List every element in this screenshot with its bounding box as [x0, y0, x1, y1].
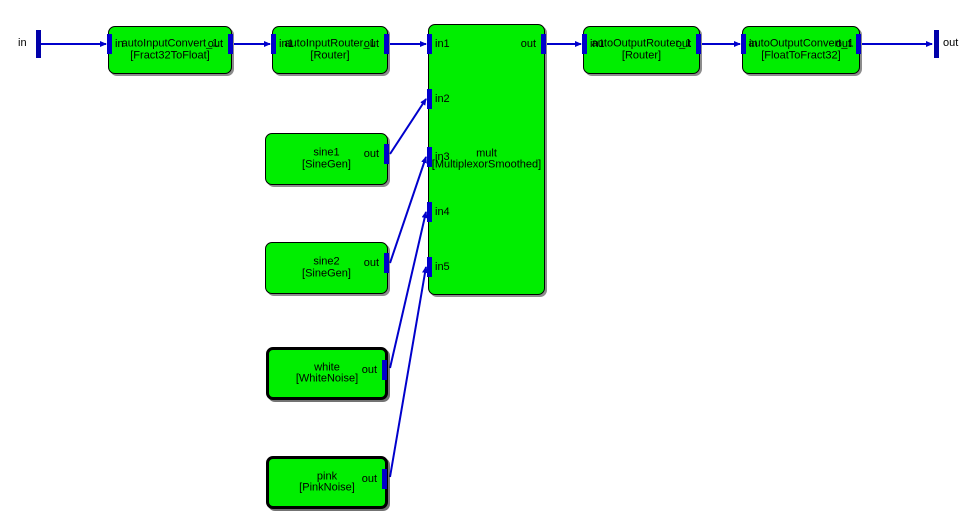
block-white[interactable]: white[WhiteNoise]out — [266, 347, 388, 400]
block-name-autoInputRouter_1: autoInputRouter_1 — [284, 37, 376, 50]
block-labels-white: white[WhiteNoise] — [269, 360, 385, 385]
block-labels-autoOutputConvert_1: autoOutputConvert_1[FloatToFract32] — [743, 38, 859, 61]
port-out-white-out[interactable] — [382, 360, 387, 380]
port-label-in-mult-in4: in4 — [435, 206, 450, 218]
wire-sine2-to-mult-in3[interactable] — [389, 156, 427, 264]
port-out-autoOutputRouter_1-out[interactable] — [696, 34, 701, 54]
port-label-in-mult-in2: in2 — [435, 93, 450, 105]
port-label-in-mult-in3: in3 — [435, 151, 450, 163]
block-type-pink: [PinkNoise] — [299, 481, 355, 494]
wire-pink-to-mult-in5[interactable] — [389, 266, 428, 478]
block-type-autoOutputConvert_1: [FloatToFract32] — [761, 49, 841, 61]
port-out-autoOutputConvert_1-out[interactable] — [856, 34, 861, 54]
port-out-pink-out[interactable] — [382, 469, 387, 489]
port-in-mult-in1[interactable] — [427, 34, 432, 54]
block-mult[interactable]: mult[MultiplexorSmoothed] in1 in2 in3 in4 in5… — [427, 24, 546, 295]
wire-white-to-mult-in4[interactable] — [389, 211, 428, 369]
port-in-mult-in2[interactable] — [427, 89, 432, 109]
block-name-mult: mult — [476, 146, 497, 159]
block-sine1[interactable]: sine1[SineGen]out — [265, 133, 389, 185]
terminal-in[interactable] — [36, 30, 41, 58]
block-type-sine1: [SineGen] — [302, 158, 351, 170]
port-label-out-sine2-out: out — [363, 257, 379, 269]
port-out-mult-out[interactable] — [541, 34, 546, 54]
port-in-autoOutputConvert_1-in[interactable] — [741, 34, 746, 54]
port-in-mult-in5[interactable] — [427, 257, 432, 277]
block-type-autoInputRouter_1: [Router] — [310, 49, 350, 61]
block-autoOutputConvert_1[interactable]: autoOutputConvert_1[FloatToFract32]in out — [741, 26, 861, 74]
block-type-sine2: [SineGen] — [302, 267, 351, 279]
wire-sine1-to-mult-in2[interactable] — [389, 98, 427, 155]
block-labels-sine1: sine1[SineGen] — [266, 147, 387, 170]
block-name-autoOutputConvert_1: autoOutputConvert_1 — [748, 37, 854, 50]
port-label-out-sine1-out: out — [363, 148, 379, 160]
block-type-mult: [MultiplexorSmoothed] — [431, 158, 542, 171]
block-name-autoInputConvert_1: autoInputConvert_1 — [121, 37, 219, 50]
terminal-label-out: out — [943, 37, 959, 49]
port-label-out-autoOutputConvert_1-out: out — [835, 38, 851, 50]
port-in-autoOutputRouter_1-in1[interactable] — [582, 34, 587, 54]
block-name-sine2: sine2 — [313, 255, 340, 268]
port-label-out-autoInputConvert_1-out: out — [207, 38, 223, 50]
port-label-in-mult-in5: in5 — [435, 261, 450, 273]
port-label-in-mult-in1: in1 — [435, 38, 450, 50]
block-labels-autoInputConvert_1: autoInputConvert_1[Fract32ToFloat] — [109, 38, 231, 61]
port-out-autoInputConvert_1-out[interactable] — [228, 34, 233, 54]
port-out-sine1-out[interactable] — [384, 144, 389, 164]
terminal-out[interactable] — [934, 30, 939, 58]
port-in-autoInputConvert_1-in[interactable] — [107, 34, 112, 54]
port-label-in-autoInputRouter_1-in1: in1 — [279, 38, 294, 50]
terminal-label-in: in — [18, 37, 27, 49]
port-out-autoInputRouter_1-out[interactable] — [384, 34, 389, 54]
port-label-out-pink-out: out — [361, 473, 377, 485]
port-label-out-white-out: out — [361, 364, 377, 376]
port-in-mult-in4[interactable] — [427, 202, 432, 222]
block-type-autoOutputRouter_1: [Router] — [621, 49, 662, 61]
block-labels-mult: mult[MultiplexorSmoothed] — [429, 146, 544, 171]
block-name-sine1: sine1 — [313, 146, 340, 159]
port-in-mult-in3[interactable] — [427, 147, 432, 167]
port-label-out-mult-out: out — [520, 38, 536, 50]
block-pink[interactable]: pink[PinkNoise]out — [266, 456, 388, 509]
port-label-in-autoOutputConvert_1-in: in — [749, 38, 758, 50]
port-label-in-autoInputConvert_1-in: in — [115, 38, 124, 50]
port-out-sine2-out[interactable] — [384, 253, 389, 273]
port-label-out-autoInputRouter_1-out: out — [363, 38, 379, 50]
block-name-pink: pink — [316, 469, 338, 482]
port-label-in-autoOutputRouter_1-in1: in1 — [590, 38, 605, 50]
port-label-out-autoOutputRouter_1-out: out — [675, 38, 691, 50]
port-in-autoInputRouter_1-in1[interactable] — [271, 34, 276, 54]
block-name-white: white — [314, 360, 340, 373]
block-name-autoOutputRouter_1: autoOutputRouter_1 — [591, 37, 692, 50]
block-labels-pink: pink[PinkNoise] — [269, 469, 385, 494]
block-type-autoInputConvert_1: [Fract32ToFloat] — [130, 49, 210, 61]
block-type-white: [WhiteNoise] — [295, 372, 359, 385]
block-sine2[interactable]: sine2[SineGen]out — [265, 242, 389, 294]
block-labels-autoInputRouter_1: autoInputRouter_1[Router] — [273, 38, 387, 61]
block-labels-autoOutputRouter_1: autoOutputRouter_1[Router] — [584, 38, 699, 61]
block-labels-sine2: sine2[SineGen] — [266, 256, 387, 279]
